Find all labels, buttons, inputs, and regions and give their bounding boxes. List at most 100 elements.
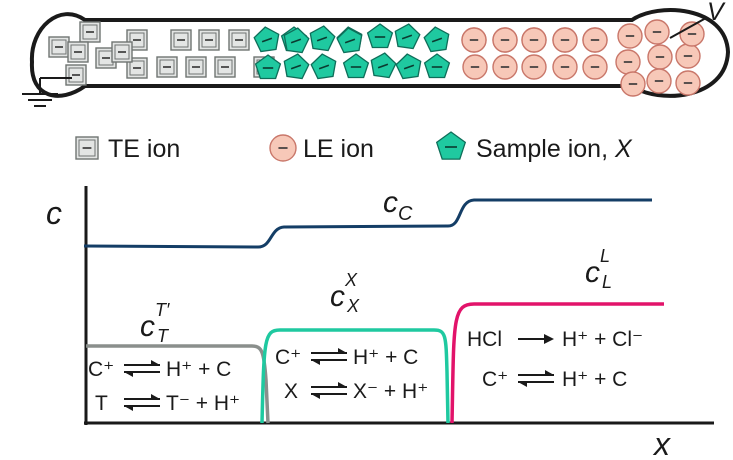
- le-ion-group: [461, 19, 705, 97]
- voltage-label: V: [707, 0, 726, 26]
- te-ion: [95, 47, 117, 69]
- sample-ion: [370, 52, 397, 79]
- le-ion: [462, 54, 488, 80]
- te-ion-group: [48, 21, 275, 86]
- sample-ion: [366, 23, 394, 49]
- sample-reaction-2: X X⁻ + H⁺: [284, 380, 428, 403]
- reaction-product: H⁺ + C: [166, 358, 231, 381]
- sample-ion: [283, 53, 310, 80]
- sample-ion: [395, 53, 422, 80]
- sample-reaction-1: C⁺ H⁺ + C: [275, 346, 418, 369]
- equilibrium-arrow-icon: [311, 382, 347, 399]
- zone-reactions: C⁺ H⁺ + C T T⁻ + H⁺ C⁺ H⁺ + C X X⁻ + H⁺ HCl H⁺ + …: [88, 328, 643, 415]
- te-ion: [170, 29, 192, 51]
- te-ion: [156, 56, 178, 78]
- reaction-product: H⁺ + C: [353, 346, 418, 369]
- le-ion: [647, 44, 673, 70]
- reaction-reactant: T: [95, 392, 108, 415]
- y-axis-label: c: [46, 195, 62, 231]
- le-zone-curve: [450, 302, 664, 424]
- te-ion: [75, 136, 99, 160]
- le-ion: [582, 27, 608, 53]
- sample-ion: [283, 27, 310, 54]
- te-ion: [185, 56, 207, 78]
- le-ion: [492, 54, 518, 80]
- electrode-lead: [669, 17, 707, 39]
- sample-ion: [394, 23, 421, 50]
- le-ion: [492, 27, 518, 53]
- te-ion: [67, 41, 89, 63]
- le-ion-icon: [269, 134, 297, 162]
- reaction-product: H⁺ + C: [562, 368, 627, 391]
- le-ion: [646, 68, 672, 94]
- te-zone-label: cT′T: [140, 300, 170, 346]
- le-ion: [675, 70, 701, 96]
- reaction-product: X⁻ + H⁺: [353, 380, 428, 403]
- reaction-reactant: X: [284, 380, 298, 403]
- sample-ion: [310, 53, 337, 80]
- le-ion: [620, 71, 646, 97]
- reaction-reactant: C⁺: [275, 346, 301, 369]
- equilibrium-arrow-icon: [518, 370, 554, 387]
- sample-ion: [253, 26, 280, 53]
- te-ion: [214, 56, 236, 78]
- te-zone-curve: [86, 344, 270, 424]
- x-axis-label: x: [652, 426, 671, 460]
- legend: TE ion LE ion Sample ion, X: [75, 131, 633, 163]
- equilibrium-arrow-icon: [311, 348, 347, 365]
- sample-ion: [423, 26, 450, 53]
- legend-sample-prefix: Sample ion,: [476, 135, 615, 163]
- reaction-reactant: C⁺: [88, 358, 114, 381]
- sample-ion-group: [253, 23, 451, 80]
- sample-ion: [254, 54, 282, 80]
- te-reaction-2: T T⁻ + H⁺: [95, 392, 240, 415]
- le-reaction-2: C⁺ H⁺ + C: [482, 368, 627, 391]
- te-ion: [126, 57, 148, 79]
- ground-icon: [22, 77, 72, 107]
- te-ion: [65, 64, 87, 86]
- counterion-label: cC: [383, 186, 413, 225]
- le-ion: [461, 27, 487, 53]
- le-ion: [582, 54, 608, 80]
- legend-sample-var: X: [614, 135, 633, 163]
- reaction-product: T⁻ + H⁺: [166, 392, 240, 415]
- sample-ion: [309, 25, 336, 52]
- reaction-reactant: C⁺: [482, 368, 508, 391]
- legend-sample-label: Sample ion, X: [476, 135, 633, 163]
- reaction-reactant: HCl: [467, 328, 502, 351]
- legend-te-label: TE ion: [108, 135, 180, 163]
- equilibrium-arrow-icon: [124, 360, 160, 377]
- sample-ion: [423, 53, 451, 79]
- le-ion: [552, 27, 578, 53]
- te-ion: [228, 29, 250, 51]
- channel: V: [22, 0, 731, 107]
- le-ion: [617, 23, 643, 49]
- te-ion: [48, 36, 70, 58]
- reaction-arrow-icon: [518, 334, 554, 344]
- le-reaction-1: HCl H⁺ + Cl⁻: [467, 328, 643, 351]
- le-ion: [521, 27, 547, 53]
- le-ion: [521, 54, 547, 80]
- te-ion: [79, 21, 101, 43]
- sample-ion: [342, 53, 370, 79]
- le-ion: [644, 19, 670, 45]
- te-ion-icon: [75, 136, 99, 160]
- te-ion: [198, 29, 220, 51]
- legend-le-label: LE ion: [303, 135, 374, 163]
- le-ion: [552, 54, 578, 80]
- le-ion: [675, 43, 701, 69]
- sample-ion: [336, 27, 363, 54]
- reaction-product: H⁺ + Cl⁻: [562, 328, 643, 351]
- te-ion: [111, 41, 133, 63]
- equilibrium-arrow-icon: [124, 394, 160, 411]
- sample-zone-curve: [260, 328, 450, 424]
- te-reaction-1: C⁺ H⁺ + C: [88, 358, 231, 381]
- sample-ion-icon: [435, 131, 467, 160]
- le-ion: [269, 134, 297, 162]
- le-ion: [615, 49, 641, 75]
- sample-ion: [435, 131, 467, 160]
